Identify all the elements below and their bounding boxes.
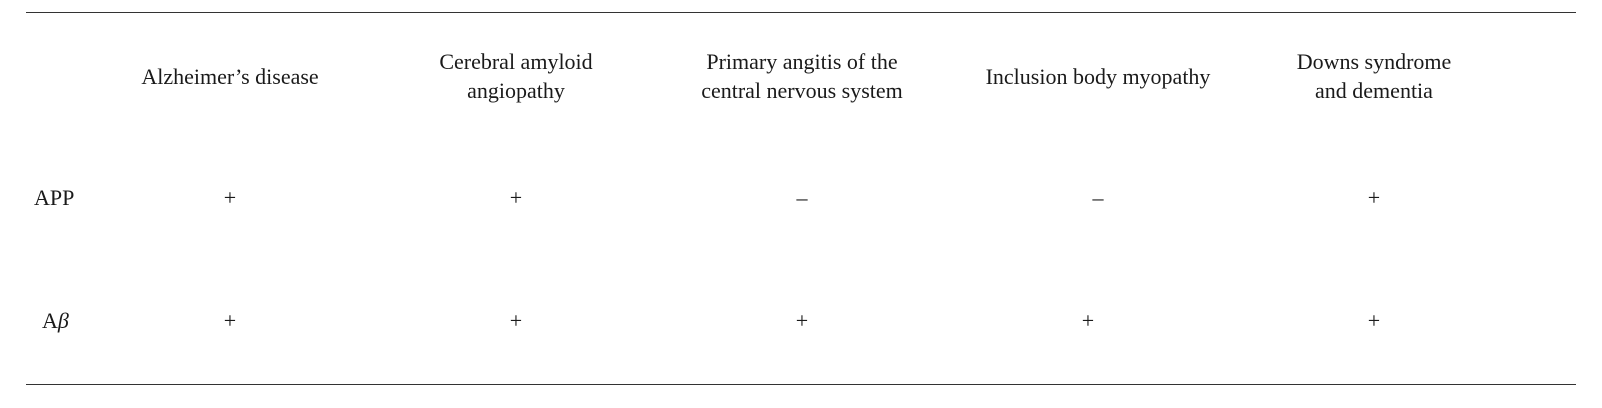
- column-header-line: Primary angitis of the: [706, 49, 898, 74]
- table-cell: +: [795, 308, 809, 333]
- row-label-abeta: Aβ: [42, 306, 69, 335]
- row-label-text: A: [42, 308, 58, 333]
- column-header-line: Alzheimer’s disease: [141, 63, 319, 89]
- table-cell: +: [223, 185, 237, 210]
- table-cell: –: [796, 185, 808, 210]
- column-header-line: central nervous system: [701, 78, 903, 103]
- table-top-rule: [26, 12, 1576, 13]
- column-header-line: Inclusion body myopathy: [985, 63, 1211, 89]
- table-cell: +: [1367, 185, 1381, 210]
- table-cell: +: [1081, 308, 1095, 333]
- table-cell: +: [223, 308, 237, 333]
- row-label-app: APP: [34, 183, 74, 212]
- row-label-text: APP: [34, 185, 75, 210]
- column-header-alzheimers: Alzheimer’s disease: [110, 47, 350, 105]
- column-header-line: and dementia: [1315, 78, 1433, 103]
- column-header-primary-angitis: Primary angitis of the central nervous s…: [682, 47, 922, 105]
- column-header-line: Cerebral amyloid: [439, 49, 593, 74]
- table-cell: +: [1367, 308, 1381, 333]
- table-cell: +: [509, 185, 523, 210]
- row-label-greek: β: [57, 308, 69, 333]
- column-header-downs-syndrome: Downs syndrome and dementia: [1254, 47, 1494, 105]
- table-cell: +: [509, 308, 523, 333]
- column-header-inclusion-body-myopathy: Inclusion body myopathy: [968, 47, 1228, 105]
- column-header-cerebral-amyloid-angiopathy: Cerebral amyloid angiopathy: [396, 47, 636, 105]
- column-header-line: angiopathy: [467, 78, 565, 103]
- column-header-line: Downs syndrome: [1296, 49, 1452, 74]
- table-bottom-rule: [26, 384, 1576, 385]
- table-cell: –: [1092, 185, 1104, 210]
